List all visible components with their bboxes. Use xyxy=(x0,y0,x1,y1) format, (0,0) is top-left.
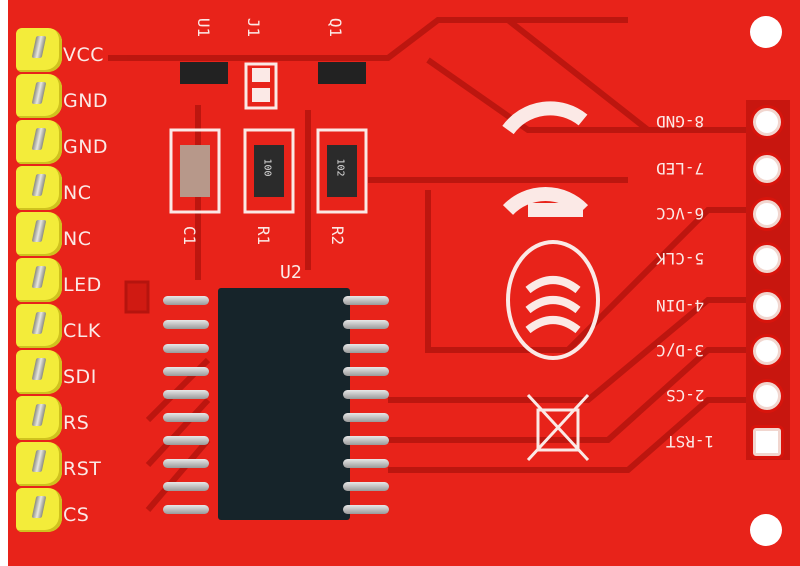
header-pin xyxy=(16,120,62,164)
pin-label-right: 4-DIN xyxy=(656,296,705,315)
designator-j1: J1 xyxy=(244,17,264,38)
pin-label-right: 5-CLK xyxy=(656,249,705,268)
pcb-board: VCC GND GND NC NC LED CLK SDI RS RST CS … xyxy=(8,0,800,566)
designator-q1: Q1 xyxy=(326,17,346,38)
designator-r2: R2 xyxy=(328,225,348,246)
designator-u2: U2 xyxy=(280,262,302,283)
pin-label: NC xyxy=(63,182,92,204)
r1-code: 100 xyxy=(261,158,273,177)
pad-8 xyxy=(753,108,781,136)
header-pin xyxy=(16,258,62,302)
pad-1 xyxy=(753,428,781,456)
header-pin xyxy=(16,212,62,256)
pad-3 xyxy=(753,337,781,365)
pad-6 xyxy=(753,200,781,228)
pin-label-right: 3-D/C xyxy=(656,341,705,360)
pin-label: SDI xyxy=(63,366,97,388)
pad-2 xyxy=(753,382,781,410)
pin-label: LED xyxy=(63,274,102,296)
designator-r1: R1 xyxy=(254,225,274,246)
pin-label: RS xyxy=(63,412,90,434)
pad-7 xyxy=(753,155,781,183)
pin-label-right: 8-GND xyxy=(656,112,705,131)
header-pin xyxy=(16,166,62,210)
pad-5 xyxy=(753,245,781,273)
pin-label-right: 1-RST xyxy=(666,432,715,451)
u2-chip xyxy=(218,288,350,520)
header-pin xyxy=(16,74,62,118)
pin-label: CS xyxy=(63,504,90,526)
pin-label: GND xyxy=(63,90,109,112)
pin-label: NC xyxy=(63,228,92,250)
pin-label-right: 7-LED xyxy=(656,159,705,178)
header-pin xyxy=(16,28,62,72)
pcb-traces xyxy=(8,0,800,566)
pin-label: VCC xyxy=(63,44,105,66)
header-pin xyxy=(16,488,62,532)
pin-label-right: 6-VCC xyxy=(656,204,705,223)
r2-code: 102 xyxy=(334,158,346,177)
pin-label: GND xyxy=(63,136,109,158)
pin-label-right: 2-CS xyxy=(666,386,705,405)
header-pin xyxy=(16,442,62,486)
pin-label: CLK xyxy=(63,320,101,342)
pad-4 xyxy=(753,292,781,320)
designator-u1: U1 xyxy=(194,17,214,38)
pin-label: RST xyxy=(63,458,102,480)
header-pin xyxy=(16,304,62,348)
designator-c1: C1 xyxy=(180,225,200,246)
header-pin xyxy=(16,396,62,440)
header-pin xyxy=(16,350,62,394)
